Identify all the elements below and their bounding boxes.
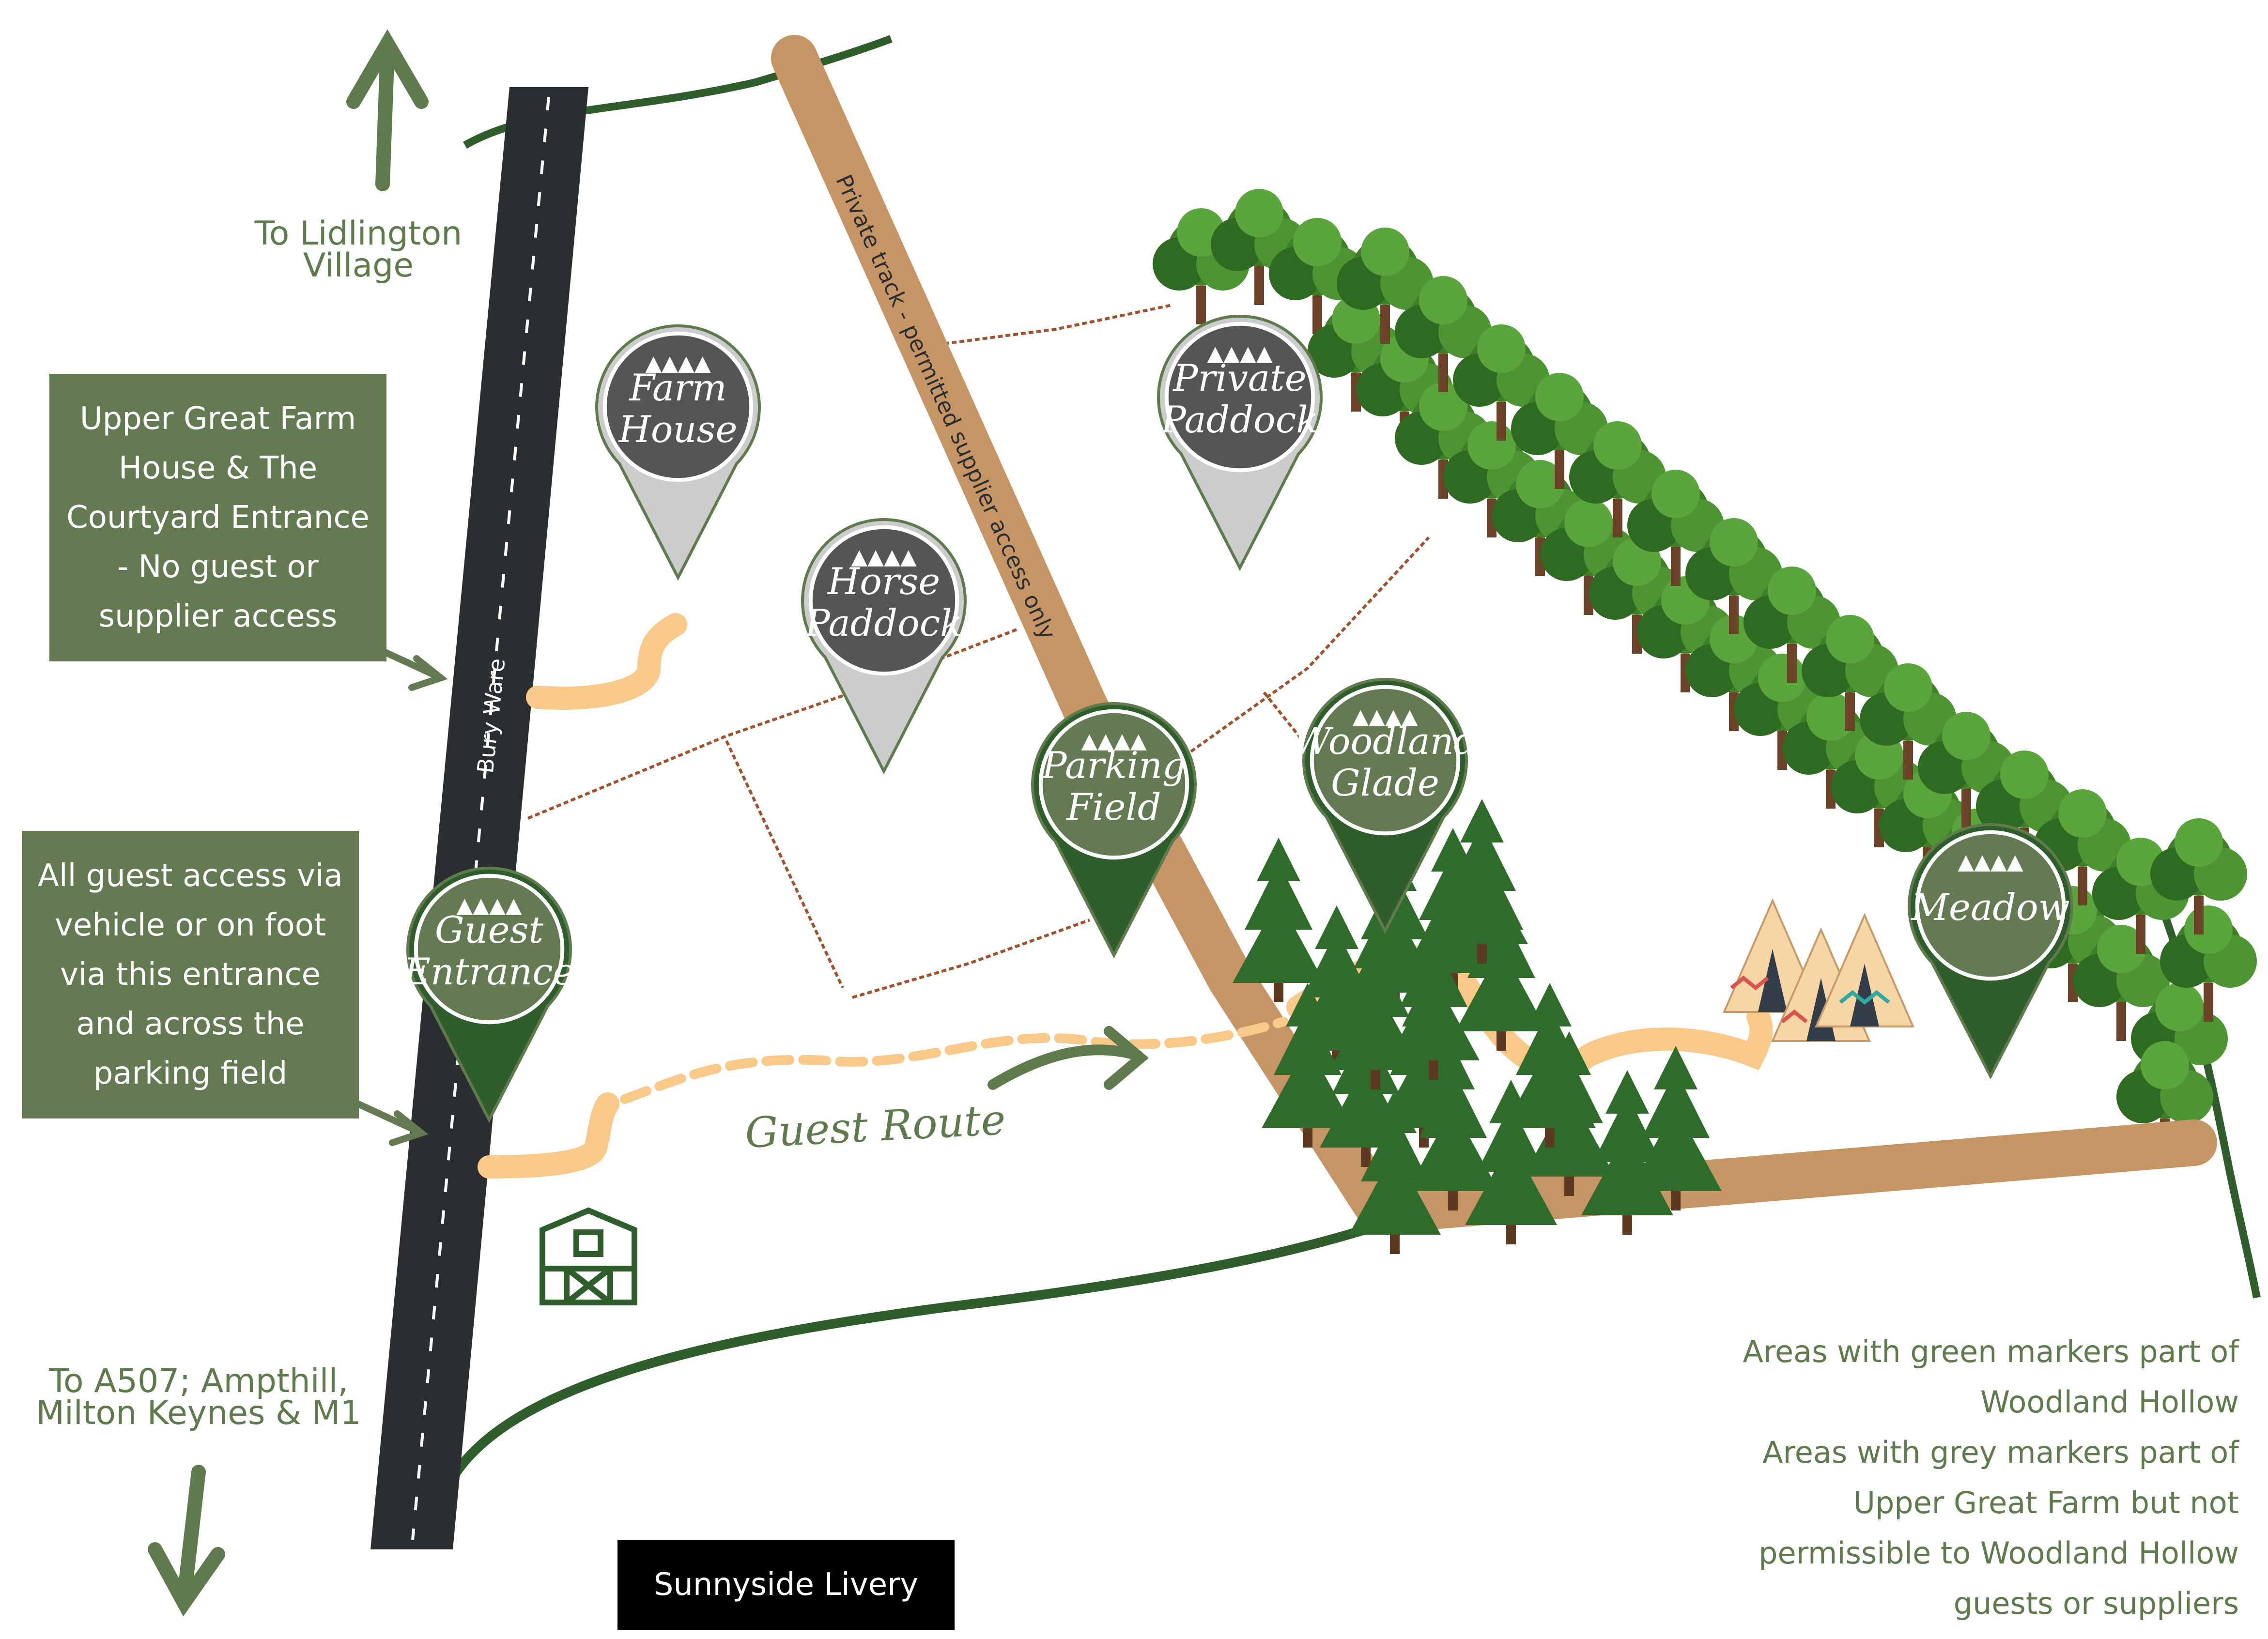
legend-line6: guests or suppliers bbox=[1953, 1586, 2239, 1621]
road-bury-ware bbox=[370, 87, 588, 1549]
tree-icon: ▲▲▲▲ bbox=[1081, 728, 1147, 753]
marker-label-farm-house-1: Farm bbox=[628, 366, 726, 409]
marker-inner-circle bbox=[1915, 830, 2066, 981]
tipi-icon bbox=[1722, 898, 1915, 1042]
tree-icon: ▲▲▲▲ bbox=[645, 351, 711, 375]
sunnyside-livery-label: Sunnyside Livery bbox=[617, 1540, 955, 1630]
legend-line5: permissible to Woodland Hollow bbox=[1759, 1535, 2239, 1571]
marker-inner-circle bbox=[602, 331, 754, 482]
map-legend: Areas with green markers part of Woodlan… bbox=[1667, 1327, 2239, 1629]
guest-box-line5: parking field bbox=[93, 1056, 288, 1091]
guest-route-path bbox=[620, 1017, 1288, 1104]
marker-inner-circle bbox=[1310, 685, 1461, 836]
tree-icon: ▲▲▲▲ bbox=[456, 893, 522, 918]
marker-label-woodland-glade-2: Glade bbox=[1331, 761, 1439, 804]
farmhouse-box-line4: - No guest or bbox=[117, 549, 319, 585]
marker-inner-circle bbox=[1164, 322, 1315, 473]
arrow-icon bbox=[346, 29, 429, 191]
arrow-icon bbox=[148, 1465, 225, 1617]
guest-box-line2: vehicle or on foot bbox=[54, 907, 326, 943]
marker-label-private-paddock-2: Paddock bbox=[1160, 398, 1319, 441]
tree-icon: ▲▲▲▲ bbox=[1352, 704, 1418, 729]
legend-line4: Upper Great Farm but not bbox=[1853, 1485, 2239, 1520]
marker-label-meadow-1: Meadow bbox=[1910, 886, 2070, 929]
direction-south-label: To A507; Ampthill, Milton Keynes & M1 bbox=[29, 1362, 368, 1432]
guest-box-line1: All guest access via bbox=[38, 858, 343, 894]
farmhouse-entrance-box: Upper Great Farm House & The Courtyard E… bbox=[49, 374, 386, 661]
guest-access-box: All guest access via vehicle or on foot … bbox=[22, 831, 359, 1118]
marker-label-horse-paddock-1: Horse bbox=[827, 560, 940, 603]
tree-icon: ▲▲▲▲ bbox=[851, 544, 917, 569]
direction-north-label: To Lidlington Village bbox=[247, 214, 470, 285]
boundary-bottom bbox=[446, 1215, 1397, 1484]
farmhouse-box-line5: supplier access bbox=[98, 598, 338, 634]
marker-meadow[interactable]: ▲▲▲▲ Meadow bbox=[1908, 823, 2073, 1080]
marker-label-guest-entrance-2: Entrance bbox=[402, 950, 574, 993]
marker-label-guest-entrance-1: Guest bbox=[435, 908, 544, 951]
marker-label-parking-field-2: Field bbox=[1066, 785, 1161, 828]
farmhouse-drive bbox=[526, 613, 687, 710]
farmhouse-box-line3: Courtyard Entrance bbox=[66, 500, 370, 536]
marker-label-woodland-glade-1: Woodland bbox=[1293, 720, 1477, 763]
farmhouse-box-line2: House & The bbox=[118, 450, 318, 486]
guest-box-line4: and across the bbox=[76, 1006, 305, 1042]
conifer-cluster bbox=[1233, 799, 1722, 1254]
legend-line3: Areas with grey markers part of bbox=[1762, 1435, 2239, 1470]
direction-north-line2: Village bbox=[303, 246, 414, 285]
marker-inner-circle bbox=[1038, 709, 1189, 860]
marker-label-farm-house-2: House bbox=[618, 408, 738, 451]
guest-route-label: Guest Route bbox=[744, 1096, 1007, 1158]
tree-icon: ▲▲▲▲ bbox=[1207, 341, 1273, 366]
marker-label-private-paddock-1: Private bbox=[1172, 356, 1307, 399]
direction-south-line1: To A507; Ampthill, bbox=[48, 1362, 348, 1400]
guest-drive bbox=[478, 1092, 619, 1179]
marker-label-parking-field-1: Parking bbox=[1041, 744, 1186, 787]
guest-box-line3: via this entrance bbox=[60, 957, 321, 993]
farmhouse-box-line1: Upper Great Farm bbox=[79, 401, 356, 437]
arrow-icon bbox=[355, 1101, 429, 1146]
legend-line2: Woodland Hollow bbox=[1980, 1384, 2239, 1420]
arrow-icon bbox=[374, 645, 448, 691]
direction-south-line2: Milton Keynes & M1 bbox=[36, 1394, 361, 1432]
marker-inner-circle bbox=[808, 525, 959, 676]
legend-line1: Areas with green markers part of bbox=[1743, 1334, 2239, 1369]
arrow-icon bbox=[987, 1026, 1149, 1090]
marker-label-horse-paddock-2: Paddock bbox=[804, 601, 963, 644]
marker-inner-circle bbox=[414, 873, 565, 1025]
direction-north-line1: To Lidlington bbox=[254, 214, 463, 253]
barn-icon bbox=[540, 1207, 637, 1305]
tree-icon: ▲▲▲▲ bbox=[1958, 849, 2023, 874]
